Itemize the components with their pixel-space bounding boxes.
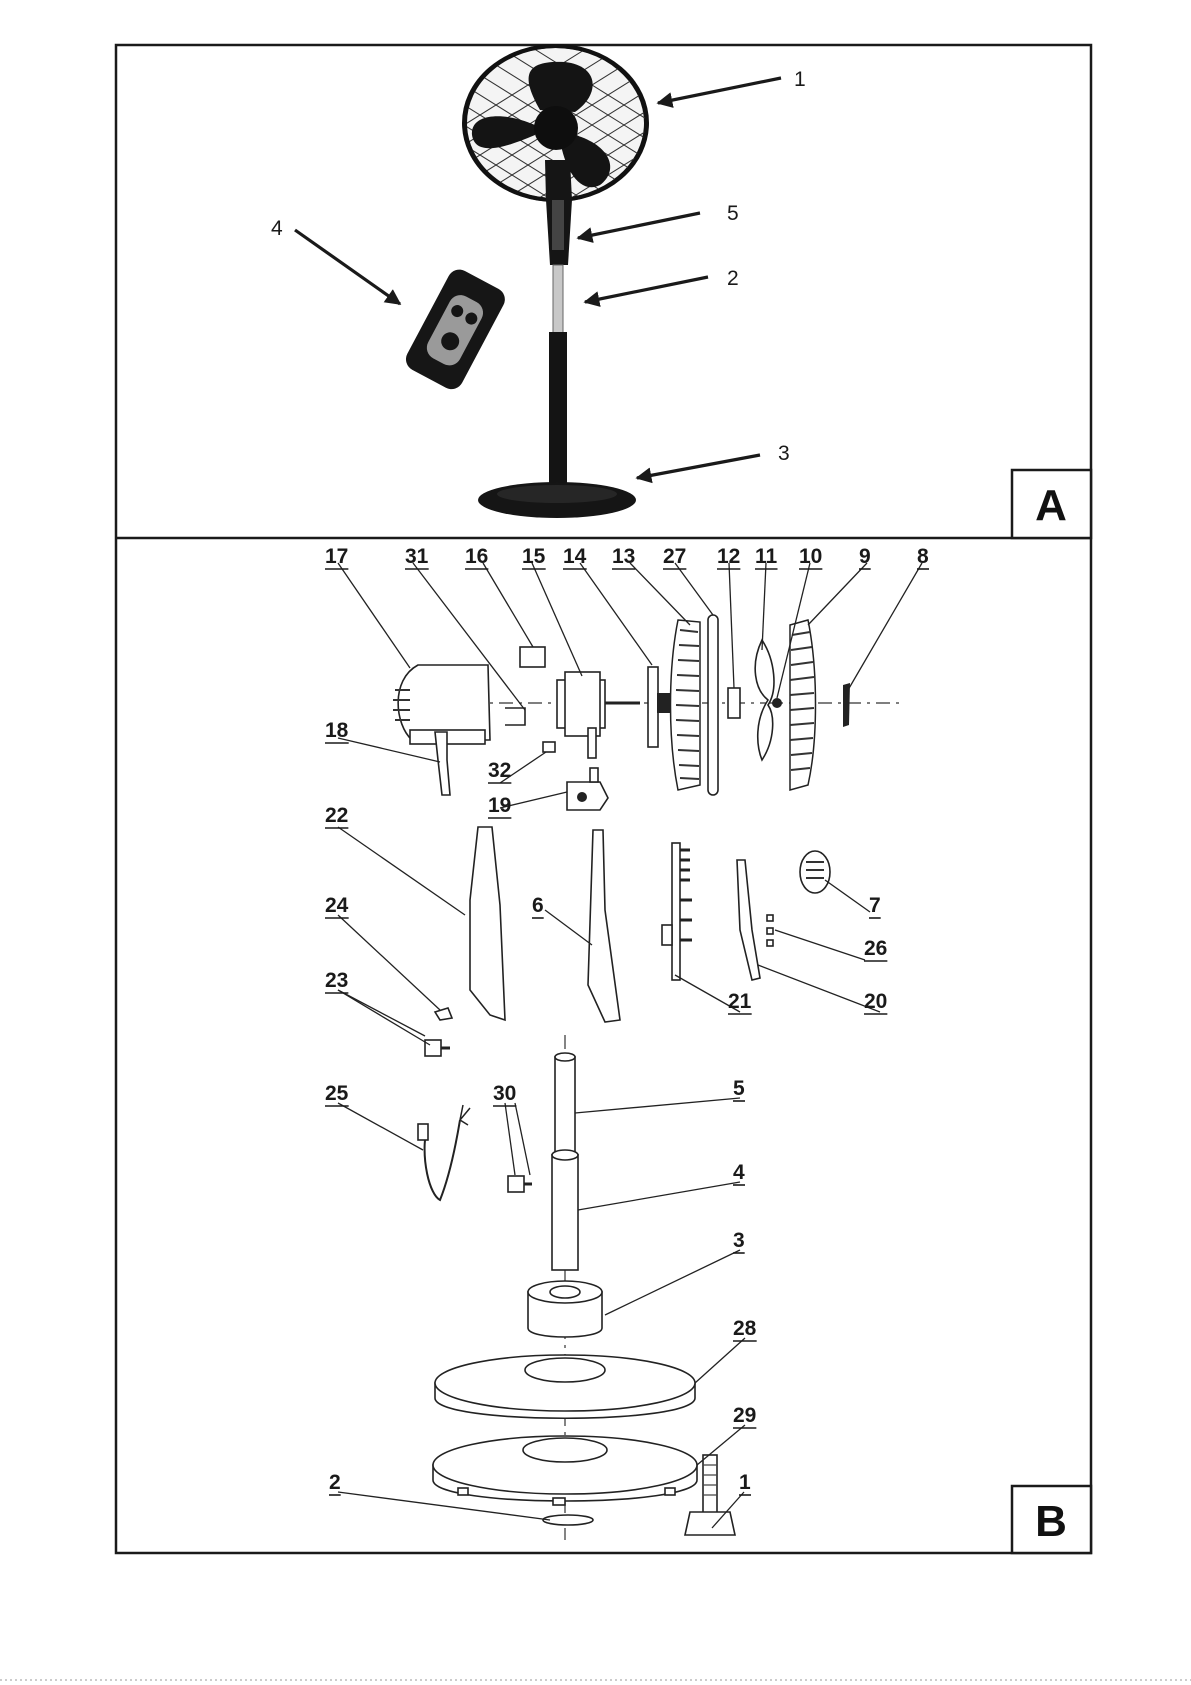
callout-label-2b: 2 [329,1471,341,1494]
callout-label-19: 19 [488,794,511,817]
part-21-pcb [662,843,692,980]
part-9-front-guard [790,620,816,790]
part-12-nut [728,688,740,718]
part-18-clip [435,732,450,795]
callout-label-3: 3 [778,442,790,465]
part-4-lower-tube [552,1150,578,1270]
callout-arrow-3 [637,455,760,478]
part-14-hub [657,693,671,713]
callout-label-14: 14 [563,545,587,568]
callout-label-29: 29 [733,1404,756,1427]
part-11-blade [755,640,774,760]
callout-label-4: 4 [271,217,283,240]
panel-b-letter: B [1035,1497,1067,1546]
part-24-hook [435,1008,452,1020]
callout-label-28: 28 [733,1317,757,1340]
callout-label-1b: 1 [739,1471,751,1494]
part-5-upper-tube [555,1053,575,1157]
callout-label-4b: 4 [733,1161,745,1184]
callout-label-32: 32 [488,759,511,782]
part-14-flange [648,667,658,747]
panel-a-letter: A [1035,481,1067,530]
callout-label-23: 23 [325,969,348,992]
callout-label-5b: 5 [733,1077,745,1100]
callout-arrow-2 [585,277,708,302]
part-3-collar [528,1281,602,1337]
callout-label-17: 17 [325,545,348,568]
part-10-spinner [772,698,782,708]
callout-label-15: 15 [522,545,546,568]
callout-arrow-5 [578,213,700,238]
callout-label-10: 10 [799,545,822,568]
part-28-base-plate-upper [435,1355,695,1418]
callout-label-5: 5 [727,202,739,225]
callout-arrow-1 [658,78,781,103]
callout-label-25: 25 [325,1082,349,1105]
callout-label-1: 1 [794,68,806,91]
part-2-washer [543,1515,593,1525]
part-26-buttons [767,915,773,946]
callout-label-16: 16 [465,545,488,568]
part-7-ir-window [800,851,830,893]
part-6-neck-cover-right [588,830,620,1022]
callout-label-22: 22 [325,804,348,827]
part-29-base-plate-lower [433,1436,697,1505]
panel-b: 17 31 16 15 14 13 27 12 11 10 9 8 18 32 … [325,545,1091,1553]
callout-label-13: 13 [612,545,635,568]
callout-label-3b: 3 [733,1229,745,1252]
part-19-bracket [567,768,608,810]
part-30-knob-screw [508,1176,532,1192]
part-16-capacitor [520,647,545,667]
callout-label-27: 27 [663,545,686,568]
callout-label-7: 7 [869,894,881,917]
part-23-knob-screw [425,1040,450,1056]
callout-arrow-4 [295,230,400,304]
callout-label-12: 12 [717,545,740,568]
part-13-rear-guard [671,620,701,790]
callout-label-6: 6 [532,894,544,917]
callout-label-21: 21 [728,990,752,1013]
part-31-hex-key [505,708,525,725]
callout-label-26: 26 [864,937,887,960]
callout-label-8: 8 [917,545,929,568]
callout-label-31: 31 [405,545,429,568]
part-15-motor [557,672,640,758]
callout-label-2: 2 [727,267,739,290]
part-27-guard-ring [708,615,718,795]
fan-stand-illustration [478,160,636,518]
remote-control-illustration [402,265,509,393]
part-32-screw-block [543,742,555,752]
callout-label-18: 18 [325,719,349,742]
callout-label-30: 30 [493,1082,516,1105]
callout-label-11: 11 [755,545,778,568]
panel-a: 1 5 2 4 3 A [271,0,1091,538]
part-25-power-cord [418,1105,470,1200]
part-20-control-panel [737,860,760,980]
callout-label-20: 20 [864,990,887,1013]
callout-label-24: 24 [325,894,349,917]
part-22-neck-cover-left [470,827,505,1020]
callout-label-9: 9 [859,545,871,568]
